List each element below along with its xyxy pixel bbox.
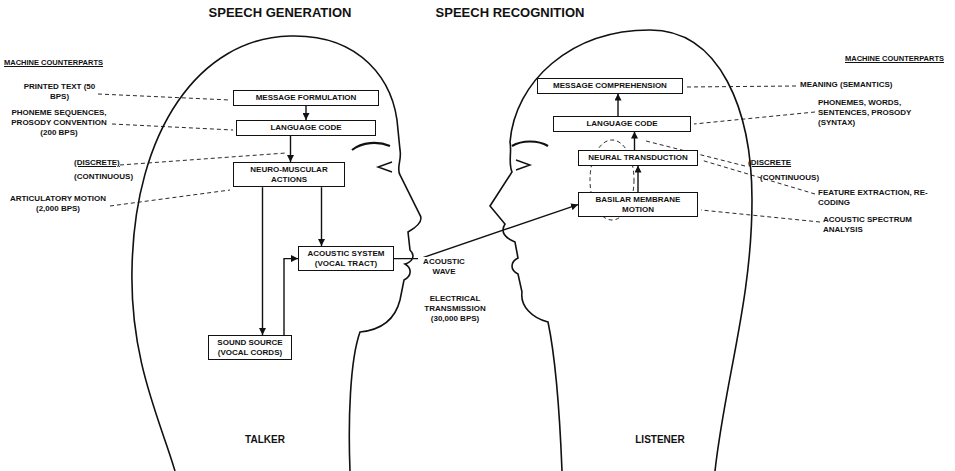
talker-eye <box>378 162 392 172</box>
process-box: SOUND SOURCE (VOCAL CORDS) <box>208 335 292 360</box>
leader-line <box>701 210 820 222</box>
annotation: ACOUSTIC SPECTRUM ANALYSIS <box>823 215 925 235</box>
flow-arrow <box>394 205 578 259</box>
annotation: PRINTED TEXT (50 BPS) <box>22 82 97 102</box>
flow-arrow <box>262 187 263 335</box>
leader-line <box>110 190 230 206</box>
box-text: LANGUAGE CODE <box>241 123 371 133</box>
box-text: MESSAGE COMPREHENSION <box>542 81 678 91</box>
box-text: SOUND SOURCE (VOCAL CORDS) <box>213 338 287 357</box>
process-box: NEURO-MUSCULAR ACTIONS <box>233 162 345 187</box>
flow-arrow <box>634 132 635 150</box>
process-box: ACOUSTIC SYSTEM (VOCAL TRACT) <box>298 246 394 271</box>
annotation: ARTICULATORY MOTION (2,000 BPS) <box>8 194 108 214</box>
box-text: ACOUSTIC SYSTEM (VOCAL TRACT) <box>303 249 389 268</box>
box-text: MESSAGE FORMULATION <box>238 93 374 103</box>
box-text: NEURO-MUSCULAR ACTIONS <box>238 165 340 184</box>
flow-arrow <box>637 166 638 192</box>
section-heading: SPEECH GENERATION <box>200 5 360 21</box>
annotation: PHONEMES, WORDS, SENTENCES, PROSODY (SYN… <box>818 98 914 128</box>
listener-eyebrow <box>512 142 548 147</box>
process-box: LANGUAGE CODE <box>553 116 691 132</box>
box-text: BASILAR MEMBRANE MOTION <box>583 195 693 214</box>
edge-label: ACOUSTIC WAVE <box>418 257 470 277</box>
box-text: NEURAL TRANSDUCTION <box>583 153 693 163</box>
annotation: FEATURE EXTRACTION, RE-CODING <box>818 188 930 208</box>
flow-arrow <box>284 259 298 335</box>
process-box: MESSAGE FORMULATION <box>233 90 379 106</box>
annotation: MEANING (SEMANTICS) <box>800 80 940 90</box>
annotation: MACHINE COUNTERPARTS <box>4 58 114 67</box>
section-heading: SPEECH RECOGNITION <box>425 5 595 21</box>
process-box: LANGUAGE CODE <box>236 120 376 136</box>
annotation: (DISCRETE <box>748 158 808 168</box>
flow-arrow <box>321 187 322 246</box>
process-box: MESSAGE COMPREHENSION <box>537 78 683 94</box>
process-box: BASILAR MEMBRANE MOTION <box>578 192 698 217</box>
figure-name: LISTENER <box>615 434 705 447</box>
flow-arrow <box>290 136 291 162</box>
annotation: (CONTINUOUS) <box>760 173 830 183</box>
annotation: (DISCRETE) <box>74 158 134 168</box>
leader-line <box>686 86 796 87</box>
process-box: NEURAL TRANSDUCTION <box>578 150 698 166</box>
leader-line <box>112 124 233 130</box>
flow-arrow <box>305 106 306 120</box>
annotation: MACHINE COUNTERPARTS <box>845 54 951 63</box>
talker-eyebrow <box>352 143 390 150</box>
talker-head <box>132 36 421 471</box>
figure-name: TALKER <box>225 434 305 447</box>
annotation: (CONTINUOUS) <box>74 172 140 182</box>
leader-line <box>98 94 230 100</box>
listener-head <box>490 30 752 471</box>
annotation: PHONEME SEQUENCES, PROSODY CONVENTION (2… <box>6 108 112 138</box>
listener-eye <box>516 160 530 170</box>
annotation: ELECTRICAL TRANSMISSION (30,000 BPS) <box>412 294 498 324</box>
box-text: LANGUAGE CODE <box>558 119 686 129</box>
leader-line <box>694 112 815 124</box>
flow-arrow <box>617 94 618 116</box>
